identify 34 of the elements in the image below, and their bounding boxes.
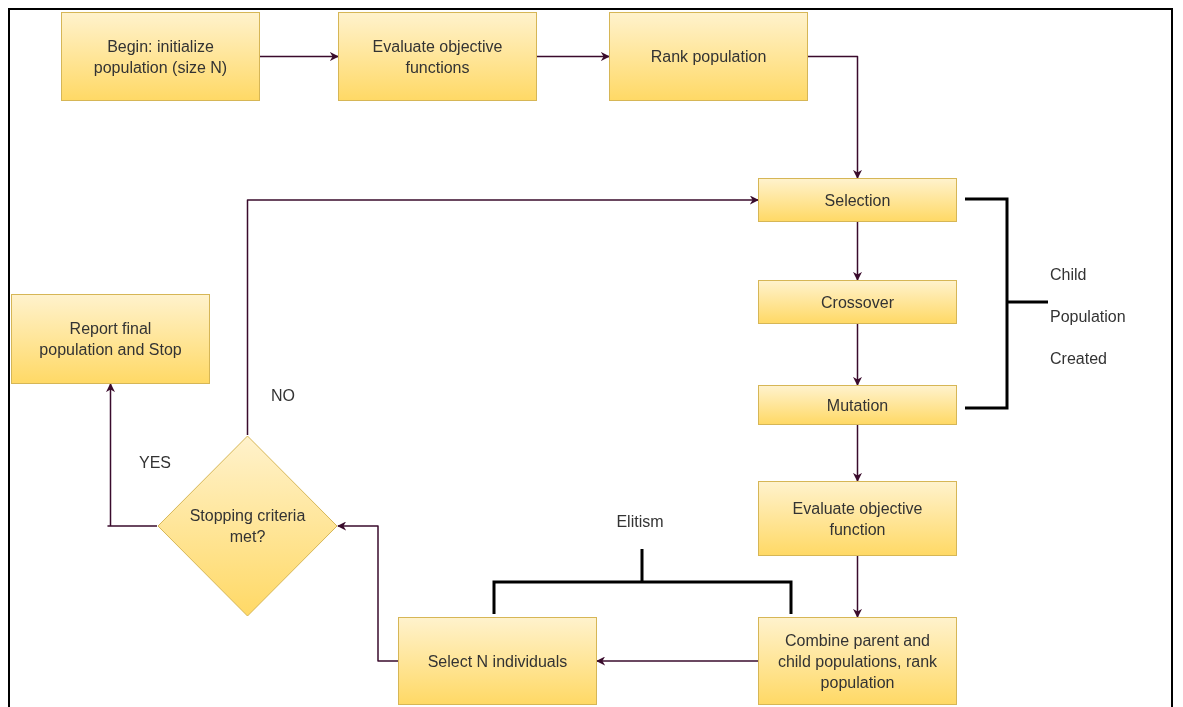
arrow bbox=[596, 656, 759, 666]
process-box bbox=[11, 294, 210, 384]
node-label: Mutation bbox=[826, 395, 889, 416]
node-label: Evaluate objective function bbox=[791, 498, 924, 540]
arrow bbox=[536, 52, 610, 61]
node-label: Crossover bbox=[821, 292, 894, 313]
arrow bbox=[259, 52, 339, 61]
arrow bbox=[337, 521, 399, 662]
node-label: Begin: initialize population (size N) bbox=[92, 36, 229, 78]
bracket-label: Elitism bbox=[615, 512, 665, 532]
node-label: Stopping criteria met? bbox=[188, 506, 307, 547]
node-label: Evaluate objective functions bbox=[371, 36, 504, 78]
process-box bbox=[609, 12, 808, 101]
arrow bbox=[246, 195, 759, 436]
bracket-label: Child Population Created bbox=[1050, 265, 1127, 369]
process-box bbox=[758, 617, 957, 705]
arrow bbox=[853, 424, 862, 482]
arrow bbox=[807, 55, 862, 179]
arrow bbox=[106, 383, 158, 527]
process-box bbox=[758, 385, 957, 425]
node-label: Combine parent and child populations, rank population bbox=[776, 630, 939, 693]
arrow bbox=[853, 221, 862, 281]
process-box bbox=[758, 481, 957, 556]
process-box bbox=[398, 617, 597, 705]
node-label: Select N individuals bbox=[427, 651, 568, 672]
node-label: Rank population bbox=[650, 47, 767, 67]
arrow bbox=[853, 555, 862, 618]
process-box bbox=[338, 12, 537, 101]
process-box bbox=[758, 178, 957, 222]
node-label: Report final population and Stop bbox=[38, 319, 183, 360]
process-box bbox=[61, 12, 260, 101]
arrow bbox=[853, 323, 862, 386]
node-label: Selection bbox=[824, 190, 891, 211]
process-box bbox=[758, 280, 957, 324]
